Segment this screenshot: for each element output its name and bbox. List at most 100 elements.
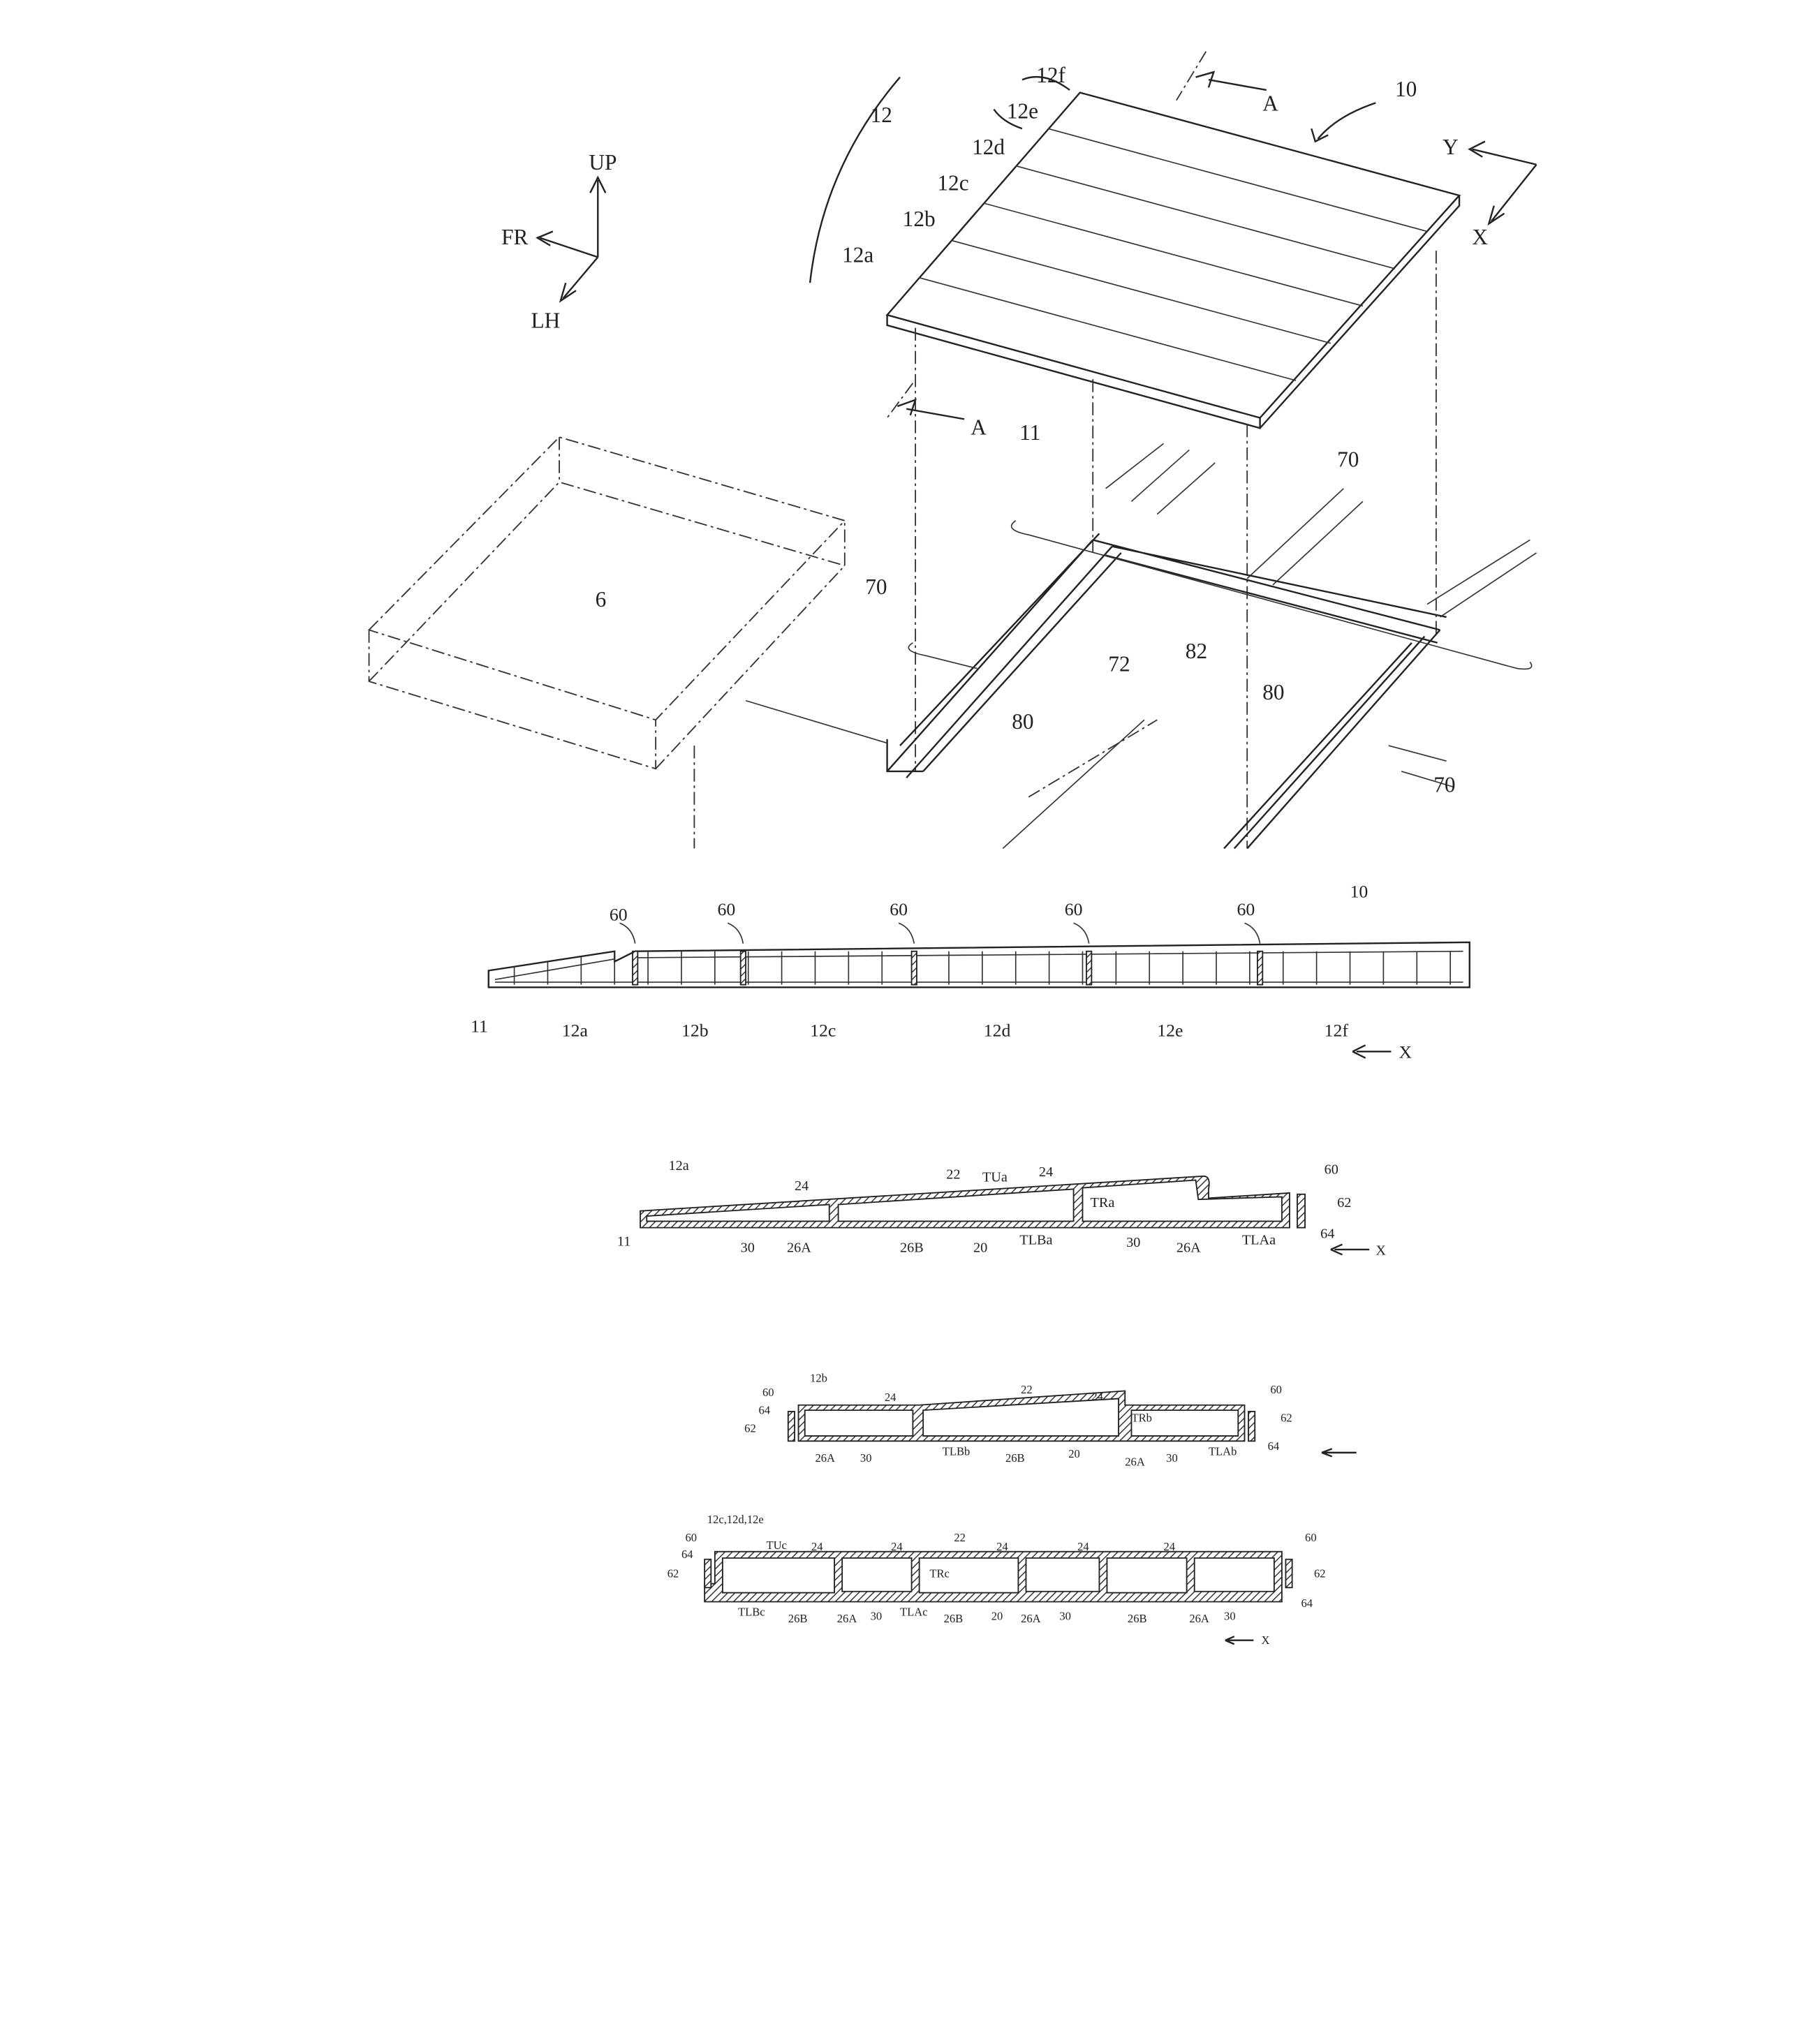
leader-arrow-10 (1311, 102, 1376, 143)
fig1-reference-label: UP (589, 150, 617, 175)
fig5-reference-label: 26A (837, 1612, 857, 1625)
fig4-reference-label: 30 (860, 1451, 872, 1465)
fig4-reference-label: 60 (762, 1386, 774, 1399)
fig5-reference-label: 64 (1301, 1597, 1313, 1610)
fig2-reference-label: 60 (1065, 899, 1083, 919)
fig3-reference-label: 12a (669, 1158, 689, 1173)
fig3-reference-label: X (1375, 1243, 1386, 1258)
fig5-reference-label: 24 (1163, 1540, 1175, 1553)
x-direction-arrow (1352, 1044, 1392, 1059)
fig5-reference-label: 24 (811, 1540, 823, 1553)
fig5-reference-label: 26B (788, 1612, 808, 1625)
leader-arrow (619, 922, 636, 944)
fig2-reference-label: 60 (1237, 899, 1255, 919)
fig3-reference-label: TUa (982, 1169, 1008, 1185)
fig4-reference-label: 64 (1268, 1439, 1280, 1453)
fig5-reference-label: 64 (681, 1548, 693, 1561)
fig4-reference-label: 24 (885, 1391, 897, 1404)
joint-60 (910, 950, 917, 986)
direction-axes-y-x (1468, 140, 1537, 226)
leader-arrow (898, 922, 915, 944)
fig2-reference-label: 12c (810, 1020, 836, 1040)
leader-arrow (1073, 922, 1090, 944)
fig4-reference-label: 62 (1281, 1412, 1292, 1425)
fig1-reference-label: 70 (865, 575, 887, 599)
leader-arrow (727, 922, 744, 944)
leader-arrow (1244, 922, 1261, 944)
fig5-reference-label: 24 (1077, 1540, 1089, 1553)
fig1-reference-label: 80 (1262, 680, 1284, 704)
fig2-reference-label: 12d (984, 1020, 1011, 1040)
fig4-reference-label: 26A (1125, 1455, 1145, 1468)
figure-1-perspective: 1212f12e12d12c12b12a10AAYXUPFRLH11707070… (367, 51, 1537, 850)
fig1-reference-label: 11 (1019, 420, 1040, 445)
fig5-reference-label: 62 (1314, 1567, 1326, 1580)
fig1-reference-label: Y (1443, 135, 1459, 159)
fig4-reference-label: 20 (1068, 1447, 1080, 1460)
fig5-reference-label: 60 (685, 1531, 697, 1544)
leaders (993, 75, 1070, 130)
fig3-reference-label: 22 (946, 1167, 960, 1183)
joint-60 (632, 950, 639, 986)
fig2-reference-label: 60 (610, 905, 628, 925)
fig5-reference-label: 26B (944, 1612, 964, 1625)
fig3-reference-label: 26B (900, 1241, 924, 1256)
fig5-reference-label: 30 (871, 1609, 883, 1622)
fig5-reference-label: 26A (1189, 1612, 1209, 1625)
fig1-reference-label: 12e (1007, 98, 1038, 123)
fig5-reference-label: 24 (996, 1540, 1008, 1553)
fig4-reference-label: 22 (1021, 1383, 1033, 1396)
fig5-reference-label: 22 (954, 1531, 966, 1544)
fig3-reference-label: 24 (795, 1178, 809, 1194)
fig1-reference-label: FR (501, 225, 528, 249)
section-arrow-a-top (1195, 71, 1267, 91)
fig1-reference-label: 70 (1337, 447, 1359, 472)
fig4-reference-label: 30 (1166, 1451, 1178, 1465)
fig1-reference-label: 12b (903, 207, 936, 231)
fig4-reference-label: 26B (1005, 1451, 1025, 1465)
fig2-reference-label: 11 (471, 1016, 488, 1037)
fig4-reference-label: TLBb (943, 1445, 971, 1458)
fig1-reference-label: 10 (1395, 77, 1417, 101)
fig1-reference-label: 6 (596, 587, 607, 612)
fig1-reference-label: A (971, 415, 987, 439)
fig5-reference-label: 60 (1305, 1531, 1317, 1544)
fig3-reference-label: TLAa (1242, 1233, 1276, 1248)
section-line-a-a (886, 51, 1207, 419)
fig5-reference-label: 20 (991, 1609, 1003, 1622)
joint-60 (1256, 950, 1264, 986)
fig3-reference-label: TRa (1091, 1195, 1115, 1210)
fig2-reference-label: 60 (890, 899, 908, 919)
fig2-reference-label: 12b (681, 1020, 709, 1040)
fig2-reference-label: 12f (1325, 1020, 1349, 1040)
fig3-reference-label: 60 (1325, 1162, 1338, 1177)
fig3-reference-label: 62 (1337, 1195, 1351, 1210)
joint-60 (1086, 950, 1093, 986)
fig1-reference-label: 72 (1108, 651, 1130, 676)
fig3-reference-label: 20 (973, 1241, 987, 1256)
fig2-reference-label: X (1399, 1042, 1412, 1062)
fig1-reference-label: 80 (1012, 709, 1033, 734)
fig2-reference-label: 60 (718, 899, 736, 919)
fig3-reference-label: 30 (1126, 1235, 1140, 1250)
box-6 (367, 436, 846, 849)
fig5-reference-label: X (1261, 1634, 1269, 1647)
fig3-reference-label: 26A (1176, 1241, 1201, 1256)
fig1-reference-label: 12f (1036, 63, 1065, 87)
fig4-reference-label: 60 (1270, 1383, 1282, 1396)
fig1-reference-label: 12a (842, 243, 873, 267)
fig4-reference-label: 24 (1091, 1389, 1103, 1402)
brace-12 (809, 76, 901, 283)
fig4-reference-label: 26A (815, 1451, 835, 1465)
fig4-reference-label: TRb (1131, 1412, 1151, 1425)
fig5-reference-label: TUc (766, 1539, 786, 1552)
fig1-reference-label: LH (531, 309, 561, 333)
fig3-reference-label: TLBa (1019, 1233, 1052, 1248)
fig1-reference-label: 12d (972, 135, 1005, 159)
fig5-reference-label: 30 (1224, 1609, 1236, 1622)
fig3-reference-label: 30 (741, 1241, 755, 1256)
